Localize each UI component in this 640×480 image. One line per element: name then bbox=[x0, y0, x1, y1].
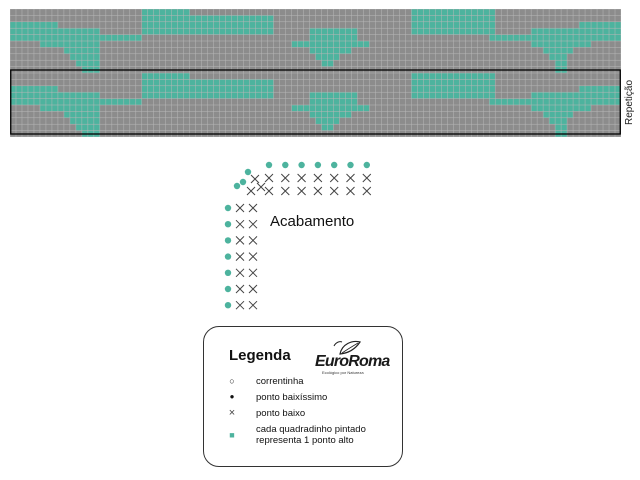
legend-title: Legenda bbox=[229, 347, 291, 364]
slip-stitch-dot bbox=[224, 221, 232, 228]
single-crochet-cross bbox=[248, 268, 258, 278]
slip-stitch-dot bbox=[331, 161, 338, 169]
single-crochet-cross bbox=[313, 173, 323, 183]
single-crochet-cross bbox=[248, 284, 258, 294]
single-crochet-cross bbox=[235, 268, 245, 278]
brand-logo: EuroRoma Ecológico por Natureza bbox=[312, 338, 390, 378]
repeat-label-text: Repetição bbox=[624, 79, 635, 125]
single-crochet-cross bbox=[235, 236, 245, 245]
finishing-label: Acabamento bbox=[270, 213, 355, 230]
filled-stitch-run bbox=[531, 92, 621, 99]
slip-stitch-dot bbox=[298, 161, 305, 169]
slip-stitch-dot bbox=[239, 178, 247, 186]
single-crochet-cross bbox=[346, 186, 355, 196]
single-crochet-cross bbox=[248, 300, 258, 310]
filled-stitch-run bbox=[579, 85, 621, 93]
filled-stitch-run bbox=[309, 47, 352, 54]
slip-stitch-dot bbox=[244, 168, 252, 176]
single-crochet-cross bbox=[248, 219, 258, 229]
slip-stitch-dot bbox=[224, 204, 232, 212]
single-crochet-cross bbox=[346, 173, 355, 183]
single-crochet-cross bbox=[362, 186, 372, 196]
single-crochet-cross bbox=[235, 300, 245, 310]
single-crochet-cross bbox=[235, 219, 245, 229]
filled-stitch-run bbox=[291, 105, 370, 112]
slip-stitch-dot bbox=[233, 182, 241, 190]
single-crochet-cross bbox=[297, 173, 306, 183]
single-crochet-cross bbox=[246, 186, 256, 196]
brand-tagline: Ecológico por Natureza bbox=[322, 370, 364, 375]
single-crochet-cross bbox=[235, 252, 245, 261]
slip-stitch-dot bbox=[224, 237, 232, 244]
single-crochet-cross bbox=[297, 186, 306, 196]
grid-canvas bbox=[10, 9, 621, 137]
slip-stitch-dot bbox=[265, 161, 273, 169]
single-crochet-cross bbox=[248, 236, 258, 245]
legend-label-slip-stitch: ponto baixíssimo bbox=[256, 392, 328, 403]
single-crochet-cross bbox=[362, 173, 372, 183]
filled-stitch-run bbox=[579, 21, 621, 29]
slip-stitch-dot bbox=[224, 269, 232, 276]
slip-stitch-dot bbox=[347, 161, 354, 169]
filled-stitch-run bbox=[10, 28, 100, 35]
filled-square-icon: ■ bbox=[229, 430, 235, 440]
legend-label-single-crochet: ponto baixo bbox=[256, 408, 306, 419]
stitch-chart-grid bbox=[10, 9, 621, 137]
brand-name: EuroRoma bbox=[315, 353, 390, 370]
legend-box: Legenda EuroRoma Ecológico por Natureza … bbox=[203, 326, 403, 467]
filled-stitch-run bbox=[309, 111, 352, 118]
single-crochet-cross bbox=[264, 186, 274, 196]
single-crochet-cross bbox=[264, 173, 274, 183]
filled-stitch-run bbox=[543, 111, 574, 118]
filled-stitch-run bbox=[531, 28, 621, 35]
single-crochet-cross bbox=[248, 203, 258, 213]
single-crochet-cross bbox=[248, 252, 258, 261]
legend-label-chain: correntinha bbox=[256, 376, 304, 387]
leaf-logo-icon bbox=[333, 340, 361, 355]
single-crochet-cross bbox=[280, 186, 290, 196]
dot-icon: ● bbox=[229, 392, 235, 401]
finishing-edge-diagram bbox=[224, 161, 372, 310]
slip-stitch-dot bbox=[282, 161, 289, 169]
filled-stitch-run bbox=[549, 117, 568, 125]
single-crochet-cross bbox=[329, 186, 339, 196]
single-crochet-cross bbox=[313, 186, 323, 196]
single-crochet-cross bbox=[235, 203, 245, 213]
single-crochet-cross bbox=[235, 284, 245, 294]
filled-stitch-run bbox=[543, 47, 574, 54]
circle-open-icon: ○ bbox=[229, 376, 235, 386]
single-crochet-cross bbox=[329, 173, 339, 183]
legend-label-painted-square-2: representa 1 ponto alto bbox=[256, 435, 354, 446]
single-crochet-cross bbox=[280, 173, 290, 183]
filled-stitch-run bbox=[69, 117, 100, 125]
slip-stitch-dot bbox=[224, 253, 232, 260]
cross-icon: × bbox=[228, 407, 236, 419]
single-crochet-cross bbox=[256, 182, 266, 192]
filled-stitch-run bbox=[10, 92, 100, 99]
repeat-rows-frame bbox=[10, 69, 621, 135]
slip-stitch-dot bbox=[224, 302, 232, 309]
filled-stitch-run bbox=[69, 53, 100, 61]
filled-stitch-run bbox=[549, 53, 568, 61]
single-crochet-cross bbox=[250, 174, 260, 184]
legend-label-painted-square-1: cada quadradinho pintado bbox=[256, 424, 366, 435]
slip-stitch-dot bbox=[314, 161, 322, 169]
slip-stitch-dot bbox=[224, 285, 232, 293]
slip-stitch-dot bbox=[363, 161, 370, 169]
filled-stitch-run bbox=[291, 41, 370, 48]
